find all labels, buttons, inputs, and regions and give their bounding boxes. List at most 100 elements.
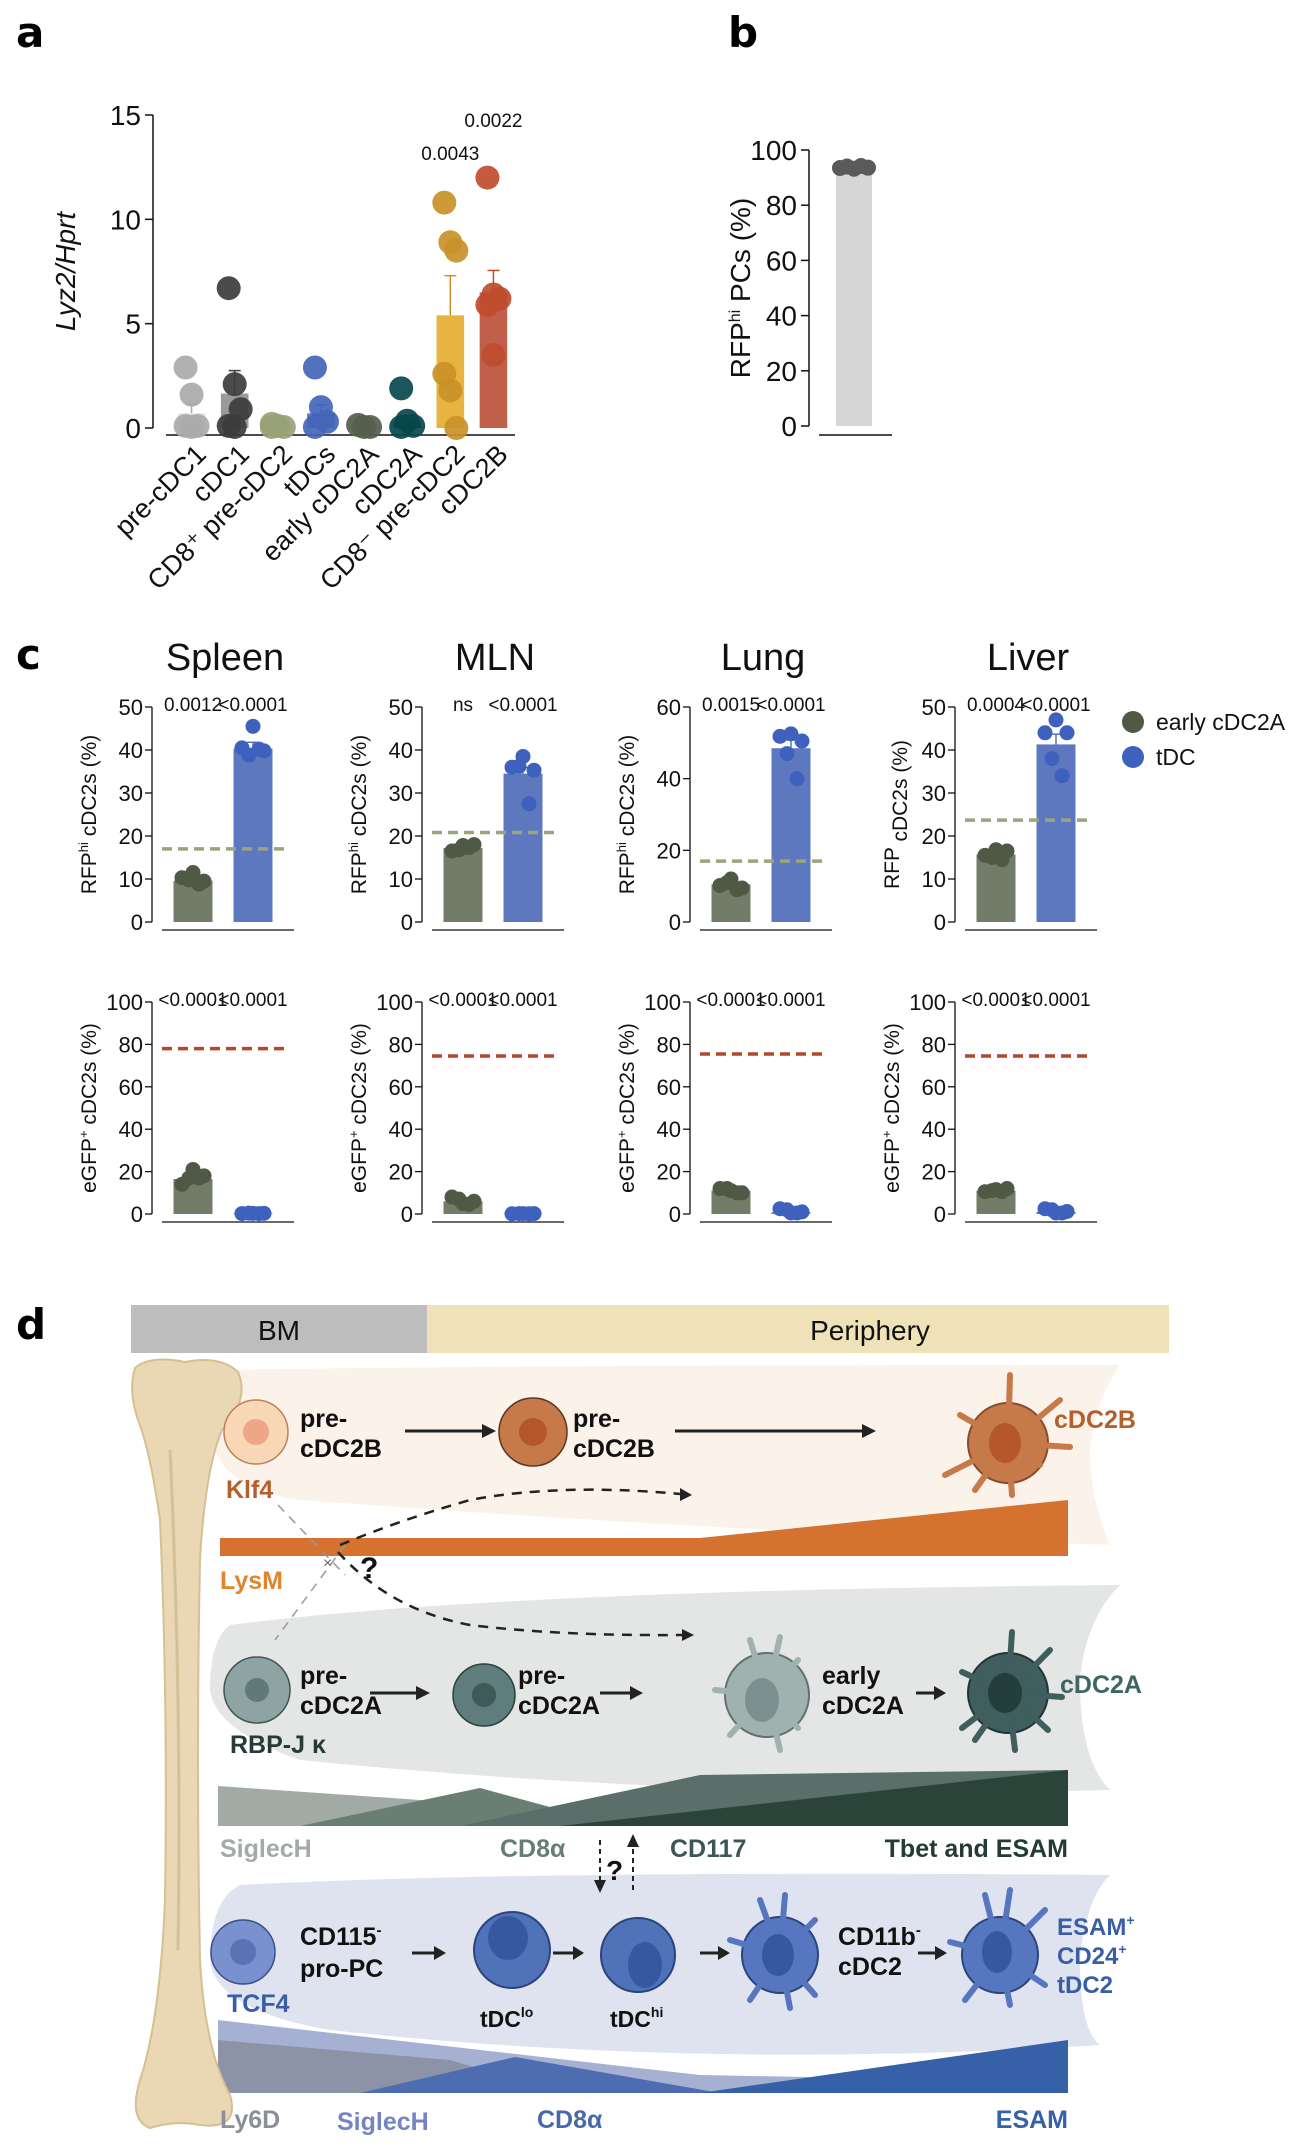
esam-plus-label: ESAM+ bbox=[1057, 1912, 1135, 1941]
tdc-hi-label: tDChi bbox=[610, 2004, 663, 2032]
data-point-c bbox=[461, 1196, 477, 1212]
tbet-esam-label: Tbet and ESAM bbox=[885, 1835, 1068, 1863]
cell-nucleus bbox=[519, 1418, 547, 1446]
pre-cdc2b-periph-line2: cDC2B bbox=[573, 1435, 655, 1463]
y-tick-label-c: 20 bbox=[922, 824, 946, 849]
data-point-a bbox=[432, 190, 457, 215]
y-tick-label-c: 0 bbox=[401, 1202, 413, 1227]
lineage-diagram: BM Periphery pre- cDC2B Klf4 pre- bbox=[131, 1305, 1169, 2136]
y-tick-label-c: 40 bbox=[119, 738, 143, 763]
y-tick-label-c: 20 bbox=[389, 1160, 413, 1185]
data-point-c bbox=[1059, 725, 1075, 741]
data-point-a bbox=[173, 355, 198, 380]
y-label-main: eGFP bbox=[78, 1138, 101, 1193]
p-value-a: 0.0043 bbox=[421, 144, 479, 165]
arrow-head bbox=[718, 1946, 730, 1960]
data-point-c bbox=[251, 741, 267, 757]
data-point-a bbox=[475, 165, 500, 190]
y-tick-label-c: 40 bbox=[922, 1117, 946, 1142]
data-point-c bbox=[526, 762, 542, 778]
y-label-rest: PCs (%) bbox=[725, 198, 756, 310]
periphery-header-label: Periphery bbox=[810, 1315, 930, 1346]
p-value-c: <0.0001 bbox=[696, 990, 765, 1011]
pre-cdc2a-periph-line1: pre- bbox=[518, 1662, 565, 1690]
chart-title-c: Spleen bbox=[166, 637, 284, 679]
data-point-c bbox=[1054, 768, 1070, 784]
bar-c bbox=[503, 773, 543, 922]
cdc2b-label: cDC2B bbox=[1054, 1406, 1136, 1434]
data-point-c bbox=[1037, 725, 1053, 741]
data-point-c bbox=[1048, 712, 1064, 728]
y-label-main: RFP bbox=[78, 852, 101, 894]
data-point-c bbox=[794, 733, 810, 749]
chart-title-c: MLN bbox=[455, 637, 535, 679]
data-point-c bbox=[994, 852, 1010, 868]
data-point-c bbox=[191, 1170, 207, 1186]
cd11b-line1: CD11b- bbox=[838, 1922, 921, 1951]
bone-shading bbox=[168, 1449, 181, 1951]
data-point-a bbox=[475, 292, 500, 317]
y-label-main: eGFP bbox=[881, 1138, 904, 1193]
data-point-a bbox=[302, 355, 327, 380]
klf4-label: Klf4 bbox=[226, 1476, 273, 1504]
lysm-label: LysM bbox=[220, 1567, 283, 1595]
arrow-head bbox=[862, 1424, 876, 1438]
y-label-main: RFP bbox=[725, 322, 756, 378]
cdc2b-dendritic-cell bbox=[942, 1372, 1073, 1498]
lysm-gradient-bar bbox=[220, 1500, 1068, 1556]
data-point-b bbox=[860, 159, 876, 176]
cd115-text: CD115 bbox=[300, 1923, 377, 1951]
y-label-sup: + bbox=[76, 1130, 91, 1138]
cd11b-neg-cdc2-cell bbox=[727, 1892, 819, 2011]
data-point-c bbox=[461, 840, 477, 856]
y-tick-label-c: 40 bbox=[657, 1117, 681, 1142]
cell-nucleus bbox=[472, 1683, 496, 1707]
p-value-c: 0.0004 bbox=[967, 695, 1026, 716]
data-point-a bbox=[259, 414, 284, 439]
arrow-head bbox=[934, 1686, 946, 1700]
y-label-rest: cDC2s (%) bbox=[616, 735, 639, 842]
arrow-head bbox=[682, 1629, 694, 1641]
pre-cdc2a-bm-line2: cDC2A bbox=[300, 1692, 382, 1720]
esam-plus-sup: + bbox=[1126, 1912, 1134, 1928]
data-point-c bbox=[511, 758, 527, 774]
pre-cdc2a-periph-line2: cDC2A bbox=[518, 1692, 600, 1720]
arrow-head bbox=[627, 1834, 639, 1847]
y-label-rest: cDC2s (%) bbox=[78, 735, 101, 842]
p-value-c: ns bbox=[453, 695, 473, 716]
cd11b-sup: - bbox=[916, 1922, 921, 1939]
tdc2-cell bbox=[947, 1887, 1048, 2008]
y-tick-label-b: 80 bbox=[766, 190, 797, 221]
dashed-arrow-to-cdc2b bbox=[339, 1488, 681, 1547]
p-value-c: <0.0001 bbox=[488, 695, 557, 716]
data-point-c bbox=[772, 728, 788, 744]
y-tick-label-c: 0 bbox=[131, 910, 143, 935]
y-label-main: eGFP bbox=[348, 1138, 371, 1193]
early-cdc2a-line2: cDC2A bbox=[822, 1692, 904, 1720]
cd8a-gradient-t bbox=[360, 2057, 720, 2093]
tcf4-label: TCF4 bbox=[227, 1990, 290, 2018]
esam-gradient bbox=[700, 2040, 1068, 2093]
tbet-esam-gradient bbox=[560, 1770, 1068, 1826]
bar-c bbox=[1036, 744, 1076, 922]
data-point-c bbox=[779, 746, 795, 762]
early-cdc2a-dendritic-cell bbox=[712, 1634, 810, 1753]
y-tick-label-c: 20 bbox=[119, 824, 143, 849]
y-tick-label-c: 50 bbox=[922, 695, 946, 720]
p-value-c: <0.0001 bbox=[961, 990, 1030, 1011]
cdc2a-lane-band bbox=[210, 1585, 1120, 1792]
arrow-head bbox=[482, 1424, 496, 1438]
chart-title-c: Liver bbox=[987, 637, 1070, 679]
question-mark-middle: ? bbox=[606, 1855, 623, 1886]
y-label-main: RFP bbox=[881, 847, 904, 889]
arrow-head bbox=[935, 1946, 947, 1960]
y-axis-label-c: eGFP+ cDC2s (%) bbox=[879, 1023, 904, 1193]
panel-letter-c: c bbox=[16, 630, 41, 679]
y-tick-label-c: 20 bbox=[389, 824, 413, 849]
y-tick-label-c: 0 bbox=[131, 1202, 143, 1227]
ly6d-label: Ly6D bbox=[220, 2106, 280, 2134]
y-label-rest: cDC2s (%) bbox=[616, 1023, 639, 1130]
p-value-c: <0.0001 bbox=[1021, 695, 1090, 716]
y-label-main: eGFP bbox=[616, 1138, 639, 1193]
data-point-c bbox=[789, 771, 805, 787]
